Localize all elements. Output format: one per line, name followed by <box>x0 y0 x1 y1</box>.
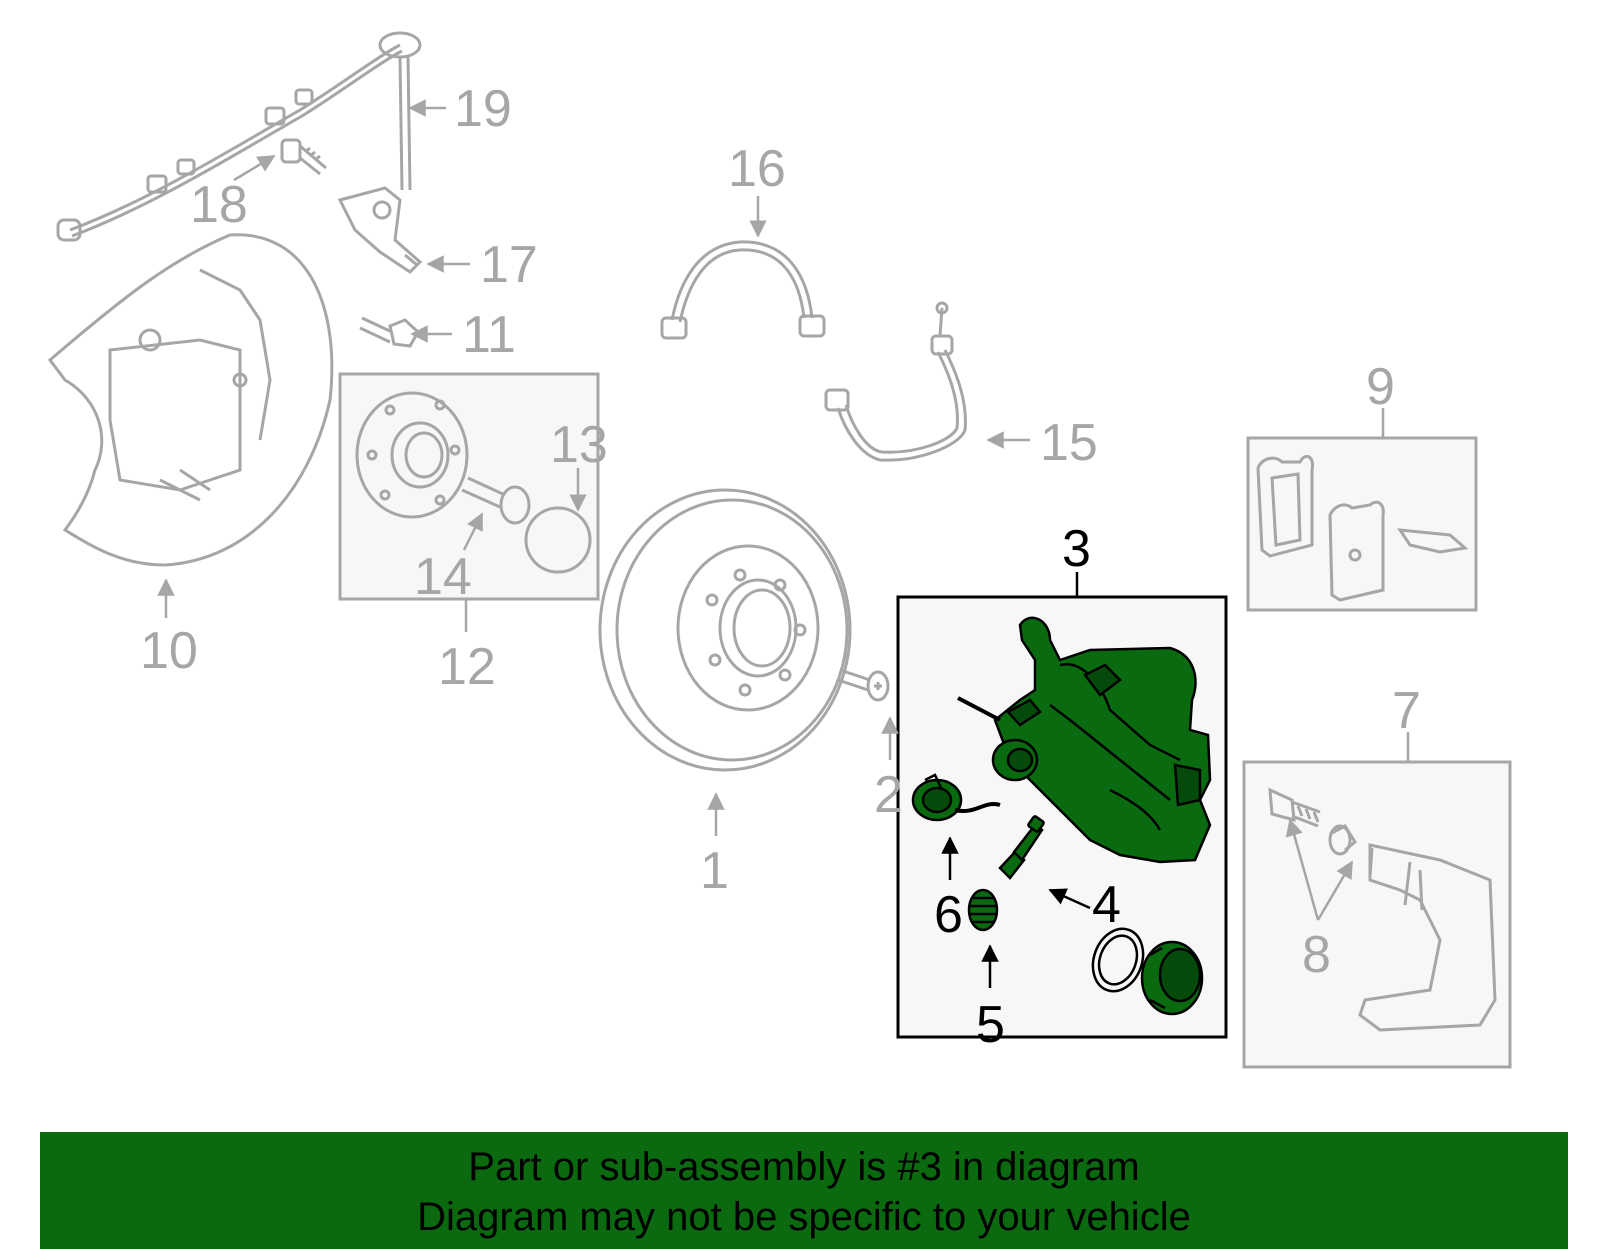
callout-11: 11 <box>462 306 516 364</box>
part-11-bolt[interactable] <box>359 316 420 348</box>
callout-6: 6 <box>934 886 963 944</box>
part-19-speed-sensor-cable[interactable] <box>56 31 422 242</box>
part-2-screw[interactable] <box>837 668 890 702</box>
callout-2: 2 <box>874 766 903 824</box>
callout-7: 7 <box>1392 682 1421 740</box>
callout-3: 3 <box>1062 520 1091 578</box>
callout-17: 17 <box>480 236 538 294</box>
callout-1: 1 <box>700 842 729 900</box>
leader-lines <box>157 99 1410 988</box>
callout-19: 19 <box>454 80 512 138</box>
callout-13: 13 <box>550 416 608 474</box>
callout-4: 4 <box>1092 876 1121 934</box>
part-10-backing-plate[interactable] <box>47 233 334 567</box>
part-16-brake-hose[interactable] <box>660 240 826 340</box>
banner-line-2: Diagram may not be specific to your vehi… <box>417 1195 1191 1239</box>
callout-14: 14 <box>414 548 472 606</box>
info-banner: Part or sub-assembly is #3 in diagram Di… <box>40 1132 1568 1249</box>
callout-16: 16 <box>728 140 786 198</box>
part-3-brake-caliper[interactable] <box>896 595 1228 1039</box>
part-17-sensor[interactable] <box>337 186 423 274</box>
part-9-brake-pads[interactable] <box>1246 436 1478 612</box>
callout-8: 8 <box>1302 926 1331 984</box>
part-18-bolt[interactable] <box>280 138 327 176</box>
callout-10: 10 <box>140 622 198 680</box>
callout-18: 18 <box>190 176 248 234</box>
callout-12: 12 <box>438 638 496 696</box>
callout-9: 9 <box>1366 358 1395 416</box>
part-7-caliper-bracket[interactable] <box>1242 760 1512 1069</box>
part-12-hub-group[interactable] <box>338 372 600 601</box>
callout-5: 5 <box>976 996 1005 1054</box>
part-1-brake-rotor[interactable] <box>598 488 852 772</box>
callout-15: 15 <box>1040 414 1098 472</box>
part-15-brake-line[interactable] <box>824 301 967 462</box>
banner-line-1: Part or sub-assembly is #3 in diagram <box>468 1145 1140 1189</box>
callout-labels: 19 18 17 11 16 15 13 14 10 12 1 2 9 7 8 … <box>140 80 1421 1054</box>
